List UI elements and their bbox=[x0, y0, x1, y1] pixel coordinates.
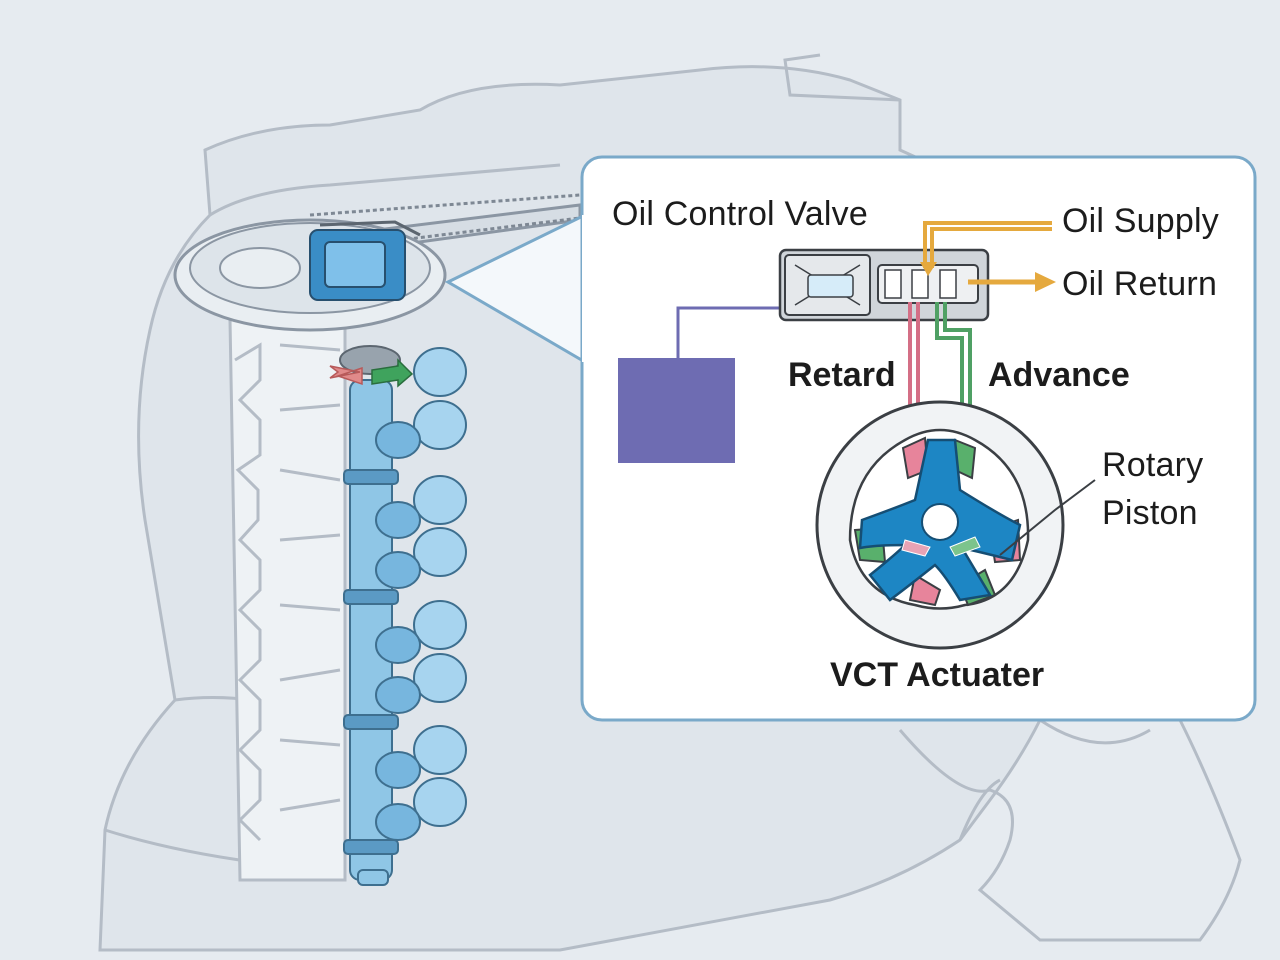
engine-ribs bbox=[234, 342, 341, 842]
oil-supply-line bbox=[923, 221, 1052, 268]
retard-direction-arrow bbox=[329, 365, 363, 386]
rotary-piston-label-line2: Piston bbox=[1102, 494, 1198, 532]
advance-label: Advance bbox=[988, 356, 1130, 394]
engine-block bbox=[228, 318, 347, 882]
oil-supply-label: Oil Supply bbox=[1062, 202, 1219, 240]
engine-rear-outline bbox=[898, 719, 1242, 942]
oil-control-valve-label: Oil Control Valve bbox=[612, 195, 868, 233]
retard-label: Retard bbox=[788, 356, 896, 394]
signal-wire bbox=[676, 306, 790, 358]
advance-direction-arrow bbox=[371, 358, 414, 388]
oil-control-valve bbox=[778, 248, 990, 322]
vct-actuator bbox=[815, 400, 1065, 650]
vct-actuater-label: VCT Actuater bbox=[830, 656, 1045, 694]
advance-passage bbox=[935, 302, 972, 450]
oil-return-arrowhead bbox=[1035, 272, 1056, 292]
cam-pulley bbox=[173, 218, 447, 332]
ecu-block bbox=[618, 358, 735, 463]
rotary-piston-label-line1: Rotary bbox=[1102, 446, 1204, 484]
oil-supply-arrowhead bbox=[920, 262, 937, 276]
camshaft bbox=[339, 345, 467, 886]
oil-return-label: Oil Return bbox=[1062, 265, 1218, 303]
rotary-piston-leader bbox=[999, 479, 1096, 556]
